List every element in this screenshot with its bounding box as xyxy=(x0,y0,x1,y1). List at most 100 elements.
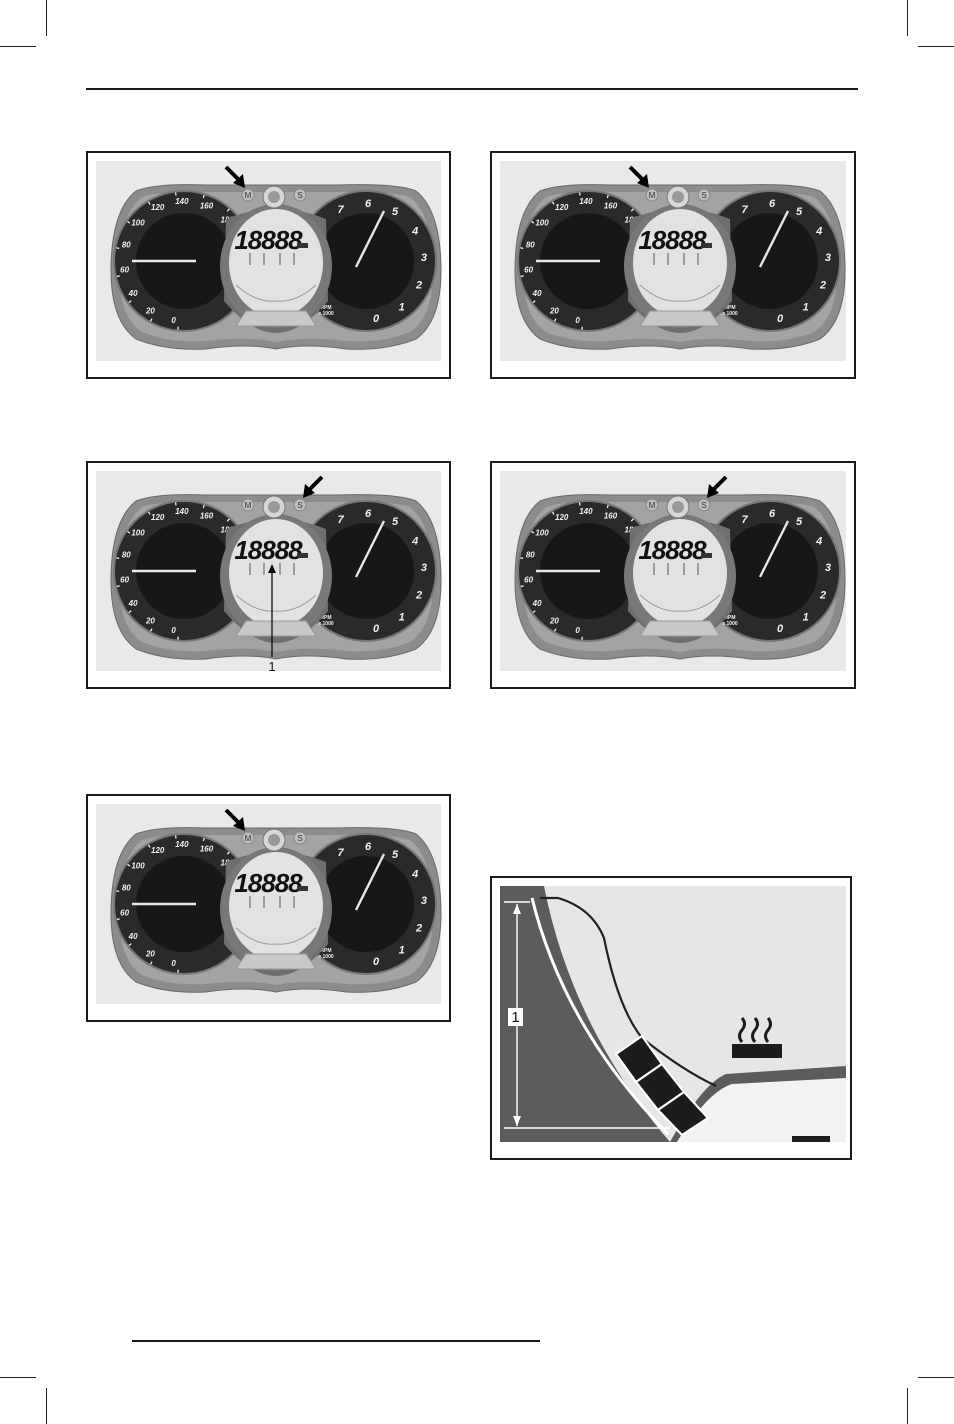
speed-tick-label: 100 xyxy=(535,218,549,227)
rpm-needle xyxy=(354,853,386,911)
set-button xyxy=(293,188,307,202)
rpm-tick-label: 4 xyxy=(815,225,822,237)
lcd-digits: 18888 xyxy=(638,535,707,565)
rpm-tick-label: 4 xyxy=(411,225,418,237)
speed-tick-label: 80 xyxy=(526,241,535,250)
rpm-caption: x 1000 xyxy=(318,311,334,317)
rpm-tick-label: 5 xyxy=(796,516,803,528)
mode-button-label: M xyxy=(245,501,252,510)
crop-mark xyxy=(46,1388,47,1424)
rpm-tick-label: 3 xyxy=(825,562,831,574)
speed-tick-label: 80 xyxy=(122,884,131,893)
rpm-tick-label: 5 xyxy=(796,206,803,218)
speed-tick-label: 120 xyxy=(555,203,569,212)
set-button xyxy=(697,188,711,202)
rpm-tick-label: 1 xyxy=(399,302,405,314)
rpm-tick-label: 1 xyxy=(399,945,405,957)
speed-tick-label: 0 xyxy=(575,626,580,635)
speed-tick-label: 160 xyxy=(604,201,618,210)
set-button-label: S xyxy=(701,501,706,510)
rpm-tick-label: 0 xyxy=(373,313,380,325)
speed-tick-label: 0 xyxy=(171,316,176,325)
speed-tick-label: 140 xyxy=(175,507,189,516)
speed-tick-label: 120 xyxy=(151,203,165,212)
pointer-arrow-icon xyxy=(628,165,649,188)
pointer-arrow-icon xyxy=(224,165,245,188)
speed-tick-label: 160 xyxy=(604,511,618,520)
rpm-tick-label: 4 xyxy=(411,535,418,547)
crop-mark xyxy=(907,1388,908,1424)
crop-mark xyxy=(46,0,47,36)
rpm-tick-label: 2 xyxy=(415,590,422,602)
speed-tick-label: 160 xyxy=(200,511,214,520)
speed-tick-label: 0 xyxy=(575,316,580,325)
cluster-graphic: 0204060801001201401601802000123456789RPM… xyxy=(500,161,846,361)
rpm-tick-label: 3 xyxy=(421,252,427,264)
pointer-arrow-icon xyxy=(224,808,245,831)
rpm-tick-label: 0 xyxy=(373,623,380,635)
lcd-display xyxy=(229,852,323,960)
speed-tick-label: 140 xyxy=(175,197,189,206)
rpm-tick-label: 7 xyxy=(742,514,749,526)
rpm-needle xyxy=(354,520,386,578)
pointer-arrow-icon xyxy=(707,475,728,498)
speed-tick-label: 160 xyxy=(200,844,214,853)
rpm-tick-label: 2 xyxy=(415,280,422,292)
speed-tick-label: 40 xyxy=(532,289,542,298)
rpm-tick-label: 6 xyxy=(365,198,372,210)
crop-mark xyxy=(918,1377,954,1378)
rpm-tick-label: 0 xyxy=(777,313,784,325)
rpm-caption: RPM xyxy=(724,305,735,311)
mode-button xyxy=(241,831,255,845)
display-detail-graphic: 1 xyxy=(500,886,846,1142)
set-button xyxy=(293,498,307,512)
lcd-digits: 18888 xyxy=(234,535,303,565)
rpm-tick-label: 4 xyxy=(411,868,418,880)
mode-button-label: M xyxy=(245,834,252,843)
mode-button-label: M xyxy=(649,191,656,200)
cluster-figure-4: 0204060801001201401601802000123456789RPM… xyxy=(490,461,856,689)
cluster-figure-5: 0204060801001201401601802000123456789RPM… xyxy=(86,794,451,1022)
rpm-needle xyxy=(354,210,386,268)
speed-tick-label: 100 xyxy=(131,861,145,870)
rpm-tick-label: 1 xyxy=(803,612,809,624)
rpm-tick-label: 3 xyxy=(421,562,427,574)
lcd-digits: 18888 xyxy=(638,225,707,255)
rpm-caption: x 1000 xyxy=(318,621,334,627)
rpm-tick-label: 7 xyxy=(338,514,345,526)
lcd-display xyxy=(633,209,727,317)
crop-mark xyxy=(907,0,908,36)
header-rule xyxy=(86,88,858,90)
rpm-tick-label: 3 xyxy=(825,252,831,264)
rpm-tick-label: 6 xyxy=(769,198,776,210)
speed-tick-label: 120 xyxy=(555,513,569,522)
rpm-tick-label: 3 xyxy=(421,895,427,907)
footer-rule xyxy=(132,1340,540,1342)
cluster-graphic: 0204060801001201401601802000123456789RPM… xyxy=(500,471,846,671)
mode-button xyxy=(645,498,659,512)
mode-button xyxy=(241,498,255,512)
speed-tick-label: 20 xyxy=(145,307,155,316)
rpm-needle xyxy=(758,520,790,578)
set-button-label: S xyxy=(297,191,302,200)
speed-tick-label: 160 xyxy=(200,201,214,210)
set-button-label: S xyxy=(297,834,302,843)
speed-tick-label: 80 xyxy=(122,551,131,560)
lcd-display xyxy=(633,519,727,627)
speed-tick-label: 60 xyxy=(120,908,129,917)
speed-tick-label: 140 xyxy=(579,197,593,206)
cluster-graphic: 0204060801001201401601802000123456789RPM… xyxy=(96,804,442,1004)
rpm-tick-label: 2 xyxy=(415,923,422,935)
rpm-tick-label: 2 xyxy=(819,590,826,602)
rpm-tick-label: 7 xyxy=(338,847,345,859)
cluster-figure-3: 0204060801001201401601802000123456789RPM… xyxy=(86,461,451,689)
cluster-graphic: 0204060801001201401601802000123456789RPM… xyxy=(96,161,442,361)
speed-tick-label: 80 xyxy=(526,551,535,560)
crop-mark xyxy=(0,46,36,47)
rpm-tick-label: 5 xyxy=(392,206,399,218)
rpm-tick-label: 1 xyxy=(803,302,809,314)
speed-tick-label: 40 xyxy=(532,599,542,608)
speed-tick-label: 100 xyxy=(535,528,549,537)
speed-tick-label: 20 xyxy=(145,950,155,959)
mode-button xyxy=(645,188,659,202)
